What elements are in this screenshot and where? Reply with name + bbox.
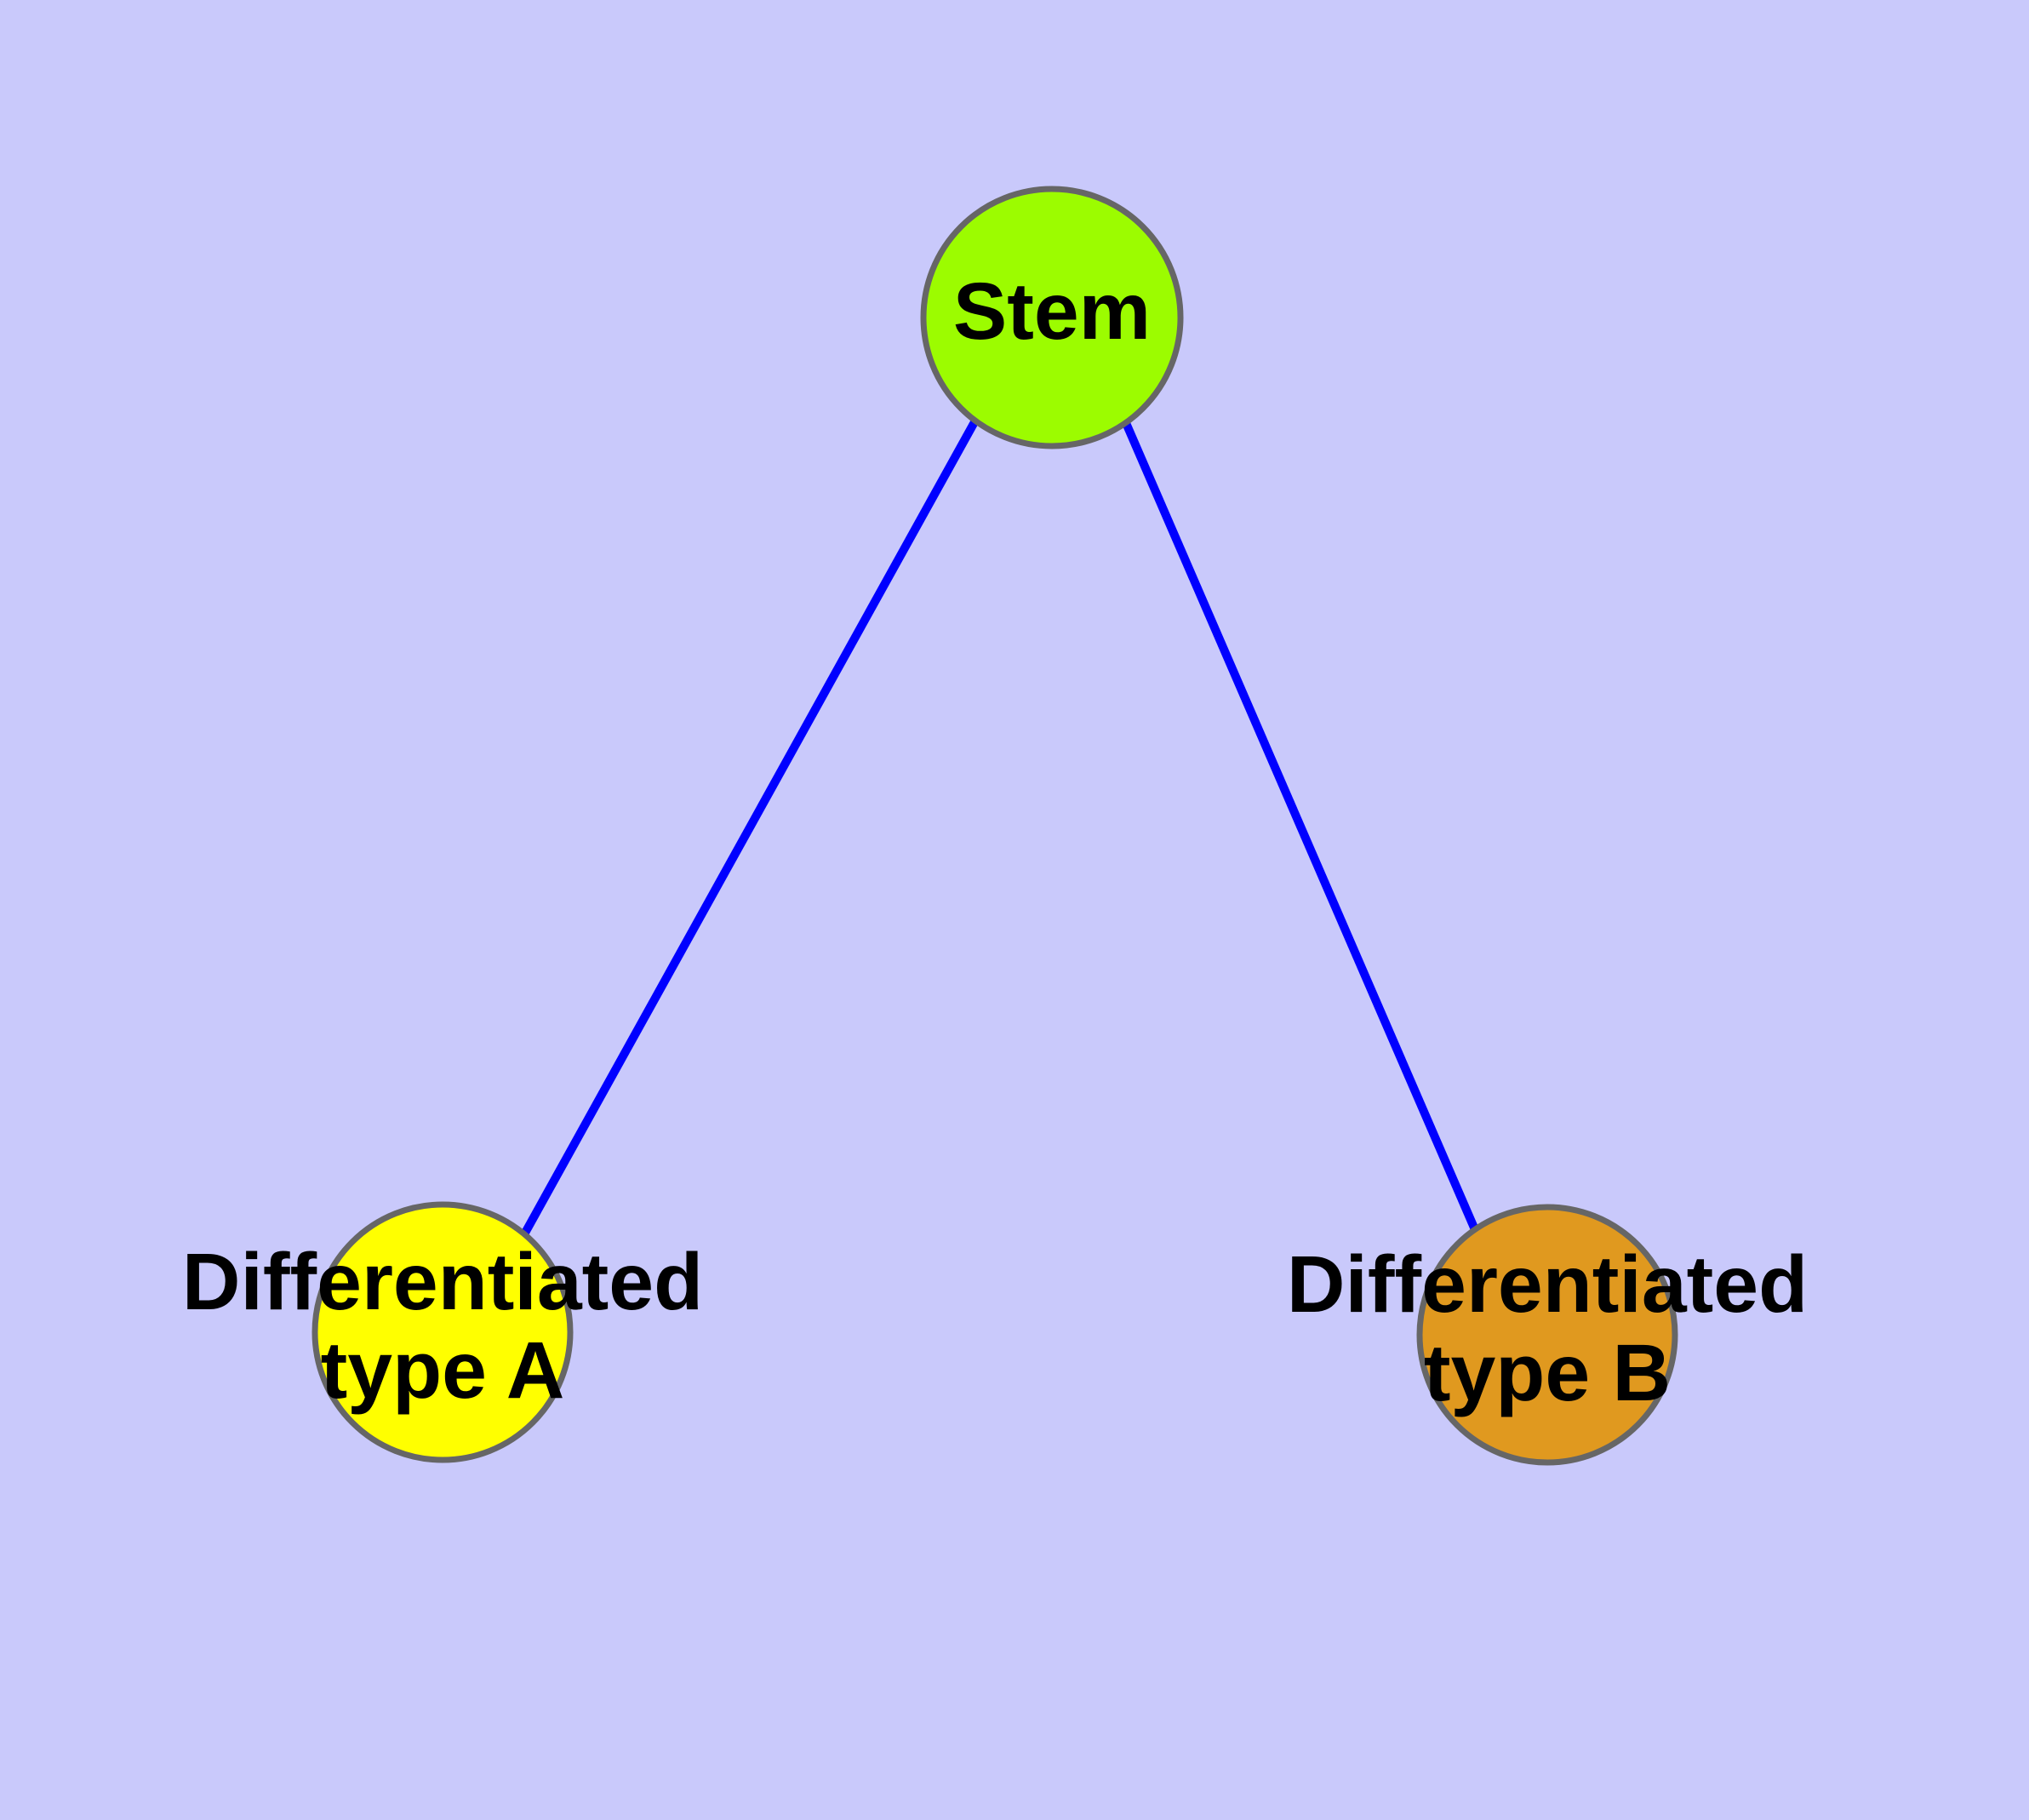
node-circle-stem[interactable] [920,186,1184,449]
edge-stem-diff-a[interactable] [516,418,980,1245]
node-circle-diff_a[interactable] [311,1201,574,1463]
node-circle-diff_b[interactable] [1416,1204,1678,1466]
edges-layer [516,415,1483,1245]
edge-stem-diff-b[interactable] [1119,415,1483,1241]
graph-node-stem[interactable]: Stem [920,186,1184,449]
